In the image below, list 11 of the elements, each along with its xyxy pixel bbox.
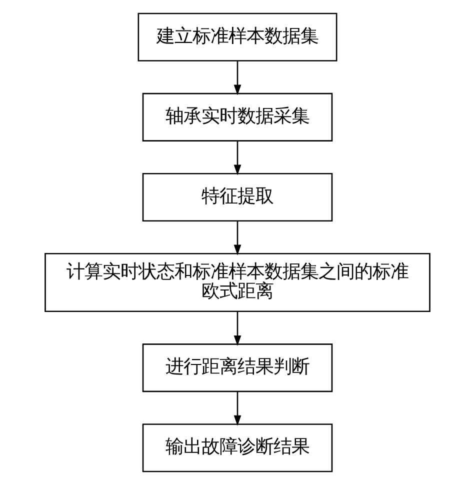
node-box: 计算实时状态和标准样本数据集之间的标准欧式距离	[44, 253, 430, 312]
arrow	[233, 221, 241, 256]
arrow	[233, 392, 241, 426]
arrow	[233, 60, 241, 96]
node-box: 特征提取	[142, 172, 332, 222]
node-box: 进行距离结果判断	[142, 344, 332, 392]
arrow	[233, 140, 241, 176]
arrow	[233, 312, 241, 346]
node-box: 建立标准样本数据集	[137, 12, 337, 62]
node-box: 轴承实时数据采集	[142, 92, 332, 142]
node-box: 输出故障诊断结果	[142, 424, 332, 472]
